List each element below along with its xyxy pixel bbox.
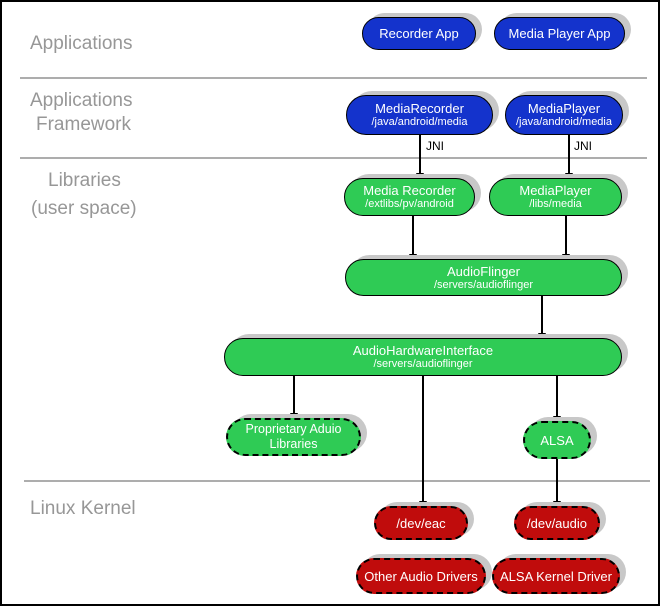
connector-mediarecorder-jni (419, 135, 421, 173)
connector-ahi-proprietary (293, 376, 295, 413)
node-sublabel: /servers/audioflinger (433, 278, 534, 291)
node-mediarecorder-framework: MediaRecorder /java/android/media (346, 95, 493, 135)
connector-mediaplayer-jni (568, 135, 570, 173)
arrowhead-recorderlib-audioflinger (409, 254, 417, 262)
node-label: MediaPlayer (527, 101, 601, 116)
node-label: /dev/eac (396, 515, 446, 531)
node-sublabel: /java/android/media (371, 116, 468, 128)
node-other-audio-drivers: Other Audio Drivers (356, 558, 486, 594)
arrowhead-ahi-alsa (553, 416, 561, 424)
node-mediaplayer-framework: MediaPlayer /java/android/media (505, 95, 623, 135)
connector-ahi-alsa (556, 376, 558, 416)
layer-label-libraries-line1: Libraries (48, 170, 121, 191)
connector-recorderlib-audioflinger (412, 216, 414, 254)
node-label: MediaRecorder (375, 101, 464, 116)
node-label: MediaPlayer (519, 183, 592, 198)
node-alsa-kernel-driver: ALSA Kernel Driver (492, 558, 620, 594)
jni-label-left: JNI (426, 139, 444, 153)
arrowhead-mediaplayer-jni (565, 173, 573, 181)
node-recorder-app: Recorder App (362, 17, 476, 50)
node-sublabel: /java/android/media (515, 116, 612, 128)
node-audioflinger: AudioFlinger /servers/audioflinger (345, 259, 622, 296)
node-label: AudioHardwareInterface (352, 343, 494, 358)
arrowhead-mediarecorder-jni (416, 173, 424, 181)
arrowhead-playerlib-audioflinger (562, 254, 570, 262)
node-label: Media Player App (508, 26, 611, 41)
node-media-recorder-lib: Media Recorder /extlibs/pv/android (344, 178, 475, 216)
node-proprietary-audio-libraries: Proprietary Aduio Libraries (226, 418, 361, 456)
node-audio-hardware-interface: AudioHardwareInterface /servers/audiofli… (224, 338, 622, 376)
node-label: Media Recorder (363, 183, 456, 198)
arrowhead-ahi-proprietary (290, 413, 298, 421)
connector-playerlib-audioflinger (565, 216, 567, 254)
arrowhead-audioflinger-ahi (538, 333, 546, 341)
node-label: Recorder App (379, 26, 459, 41)
node-media-player-app: Media Player App (494, 17, 625, 50)
layer-label-applications: Applications (30, 33, 133, 54)
node-label: AudioFlinger (447, 263, 520, 279)
layer-divider-kernel (24, 480, 650, 482)
layer-label-framework-line1: Applications (30, 90, 133, 111)
jni-label-right: JNI (574, 139, 592, 153)
arrowhead-alsa-devaudio (553, 501, 561, 509)
layer-label-framework-line2: Framework (36, 114, 132, 135)
connector-ahi-deveac (422, 376, 424, 501)
node-label: ALSA Kernel Driver (500, 568, 612, 584)
node-label: Proprietary Aduio (245, 422, 342, 436)
node-label-line2: Libraries (269, 437, 318, 451)
layer-divider-applications (20, 77, 647, 79)
node-sublabel: /servers/audioflinger (373, 358, 473, 370)
node-label: Other Audio Drivers (364, 568, 478, 584)
node-sublabel: /extlibs/pv/android (365, 198, 454, 210)
layer-divider-framework (20, 157, 647, 159)
connector-audioflinger-ahi (541, 296, 543, 333)
layer-label-libraries-line2: (user space) (31, 198, 137, 219)
layer-label-linux-kernel: Linux Kernel (30, 498, 136, 519)
node-dev-eac: /dev/eac (374, 506, 468, 540)
node-dev-audio: /dev/audio (514, 506, 600, 540)
node-label: /dev/audio (527, 515, 587, 531)
node-label: ALSA (540, 432, 574, 448)
node-alsa: ALSA (523, 421, 591, 459)
arrowhead-ahi-deveac (419, 501, 427, 509)
node-sublabel: /libs/media (529, 198, 582, 210)
node-mediaplayer-lib: MediaPlayer /libs/media (489, 178, 622, 216)
connector-alsa-devaudio (556, 459, 558, 501)
